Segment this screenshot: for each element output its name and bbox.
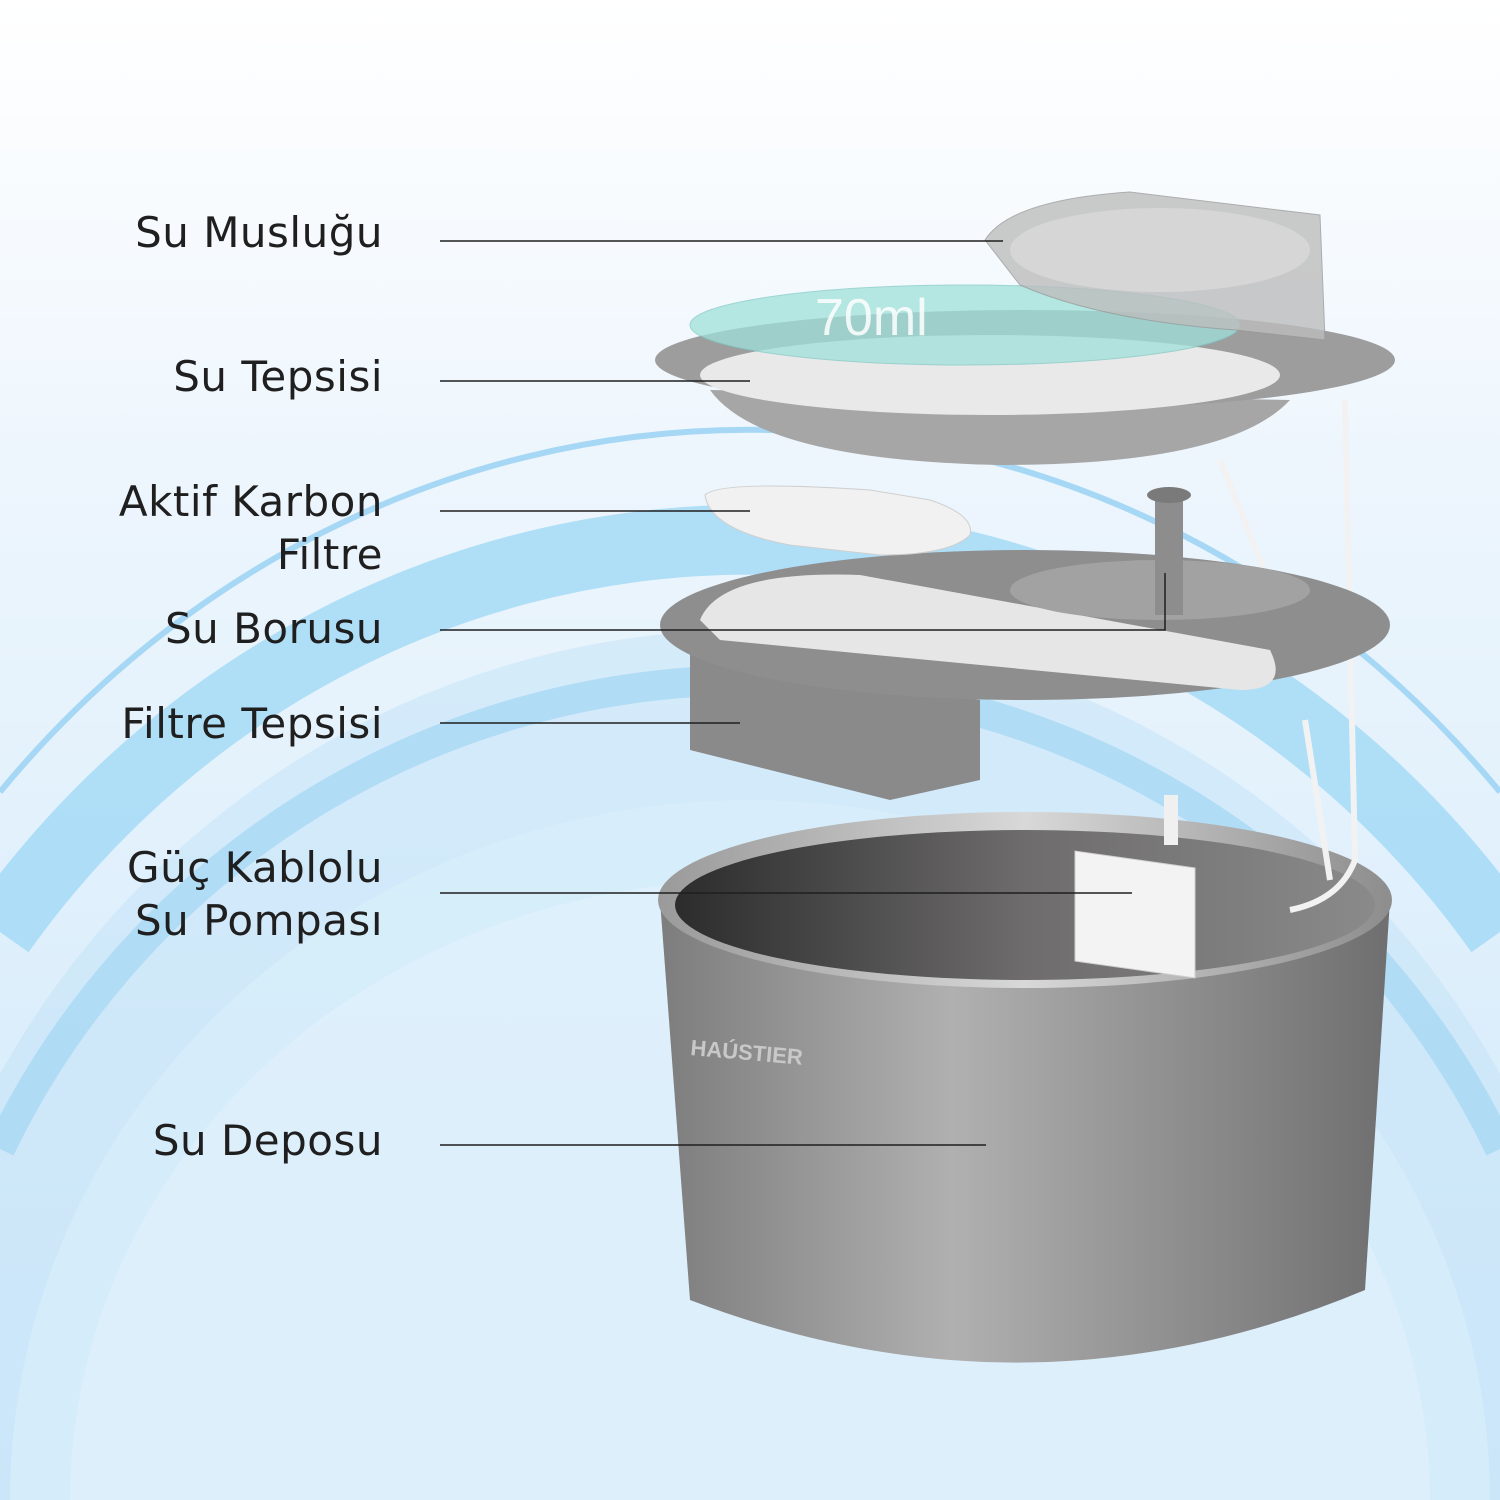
label-text: Su Musluğu (135, 208, 383, 257)
label-spout: Su Musluğu (135, 206, 383, 259)
capacity-mark: 70ml (815, 289, 928, 347)
carbon-filter (704, 485, 971, 556)
label-text: Su Tepsisi (173, 352, 383, 401)
water-spout (984, 191, 1326, 341)
filter-tray (660, 487, 1390, 800)
label-text: Filtre (276, 530, 383, 579)
label-filter-tray: Filtre Tepsisi (121, 697, 383, 750)
label-pump: Güç Kablolu Su Pompası (127, 841, 383, 947)
label-text: Aktif Karbon (118, 477, 383, 526)
leader-line-water-pipe (440, 573, 1166, 631)
label-water-tray: Su Tepsisi (173, 350, 383, 403)
leader-lines (440, 240, 1166, 1146)
water-tank: HAÚSTIER (658, 812, 1392, 1363)
label-water-pipe: Su Borusu (165, 602, 383, 655)
label-text: Güç Kablolu (127, 843, 383, 892)
label-text: Filtre Tepsisi (121, 699, 383, 748)
label-text: Su Pompası (134, 896, 383, 945)
label-carbon-filter: Aktif Karbon Filtre (119, 475, 383, 581)
water-tray: 70ml (655, 284, 1395, 465)
label-text: Su Borusu (164, 604, 383, 653)
label-tank: Su Deposu (153, 1114, 383, 1167)
label-text: Su Deposu (152, 1116, 383, 1165)
